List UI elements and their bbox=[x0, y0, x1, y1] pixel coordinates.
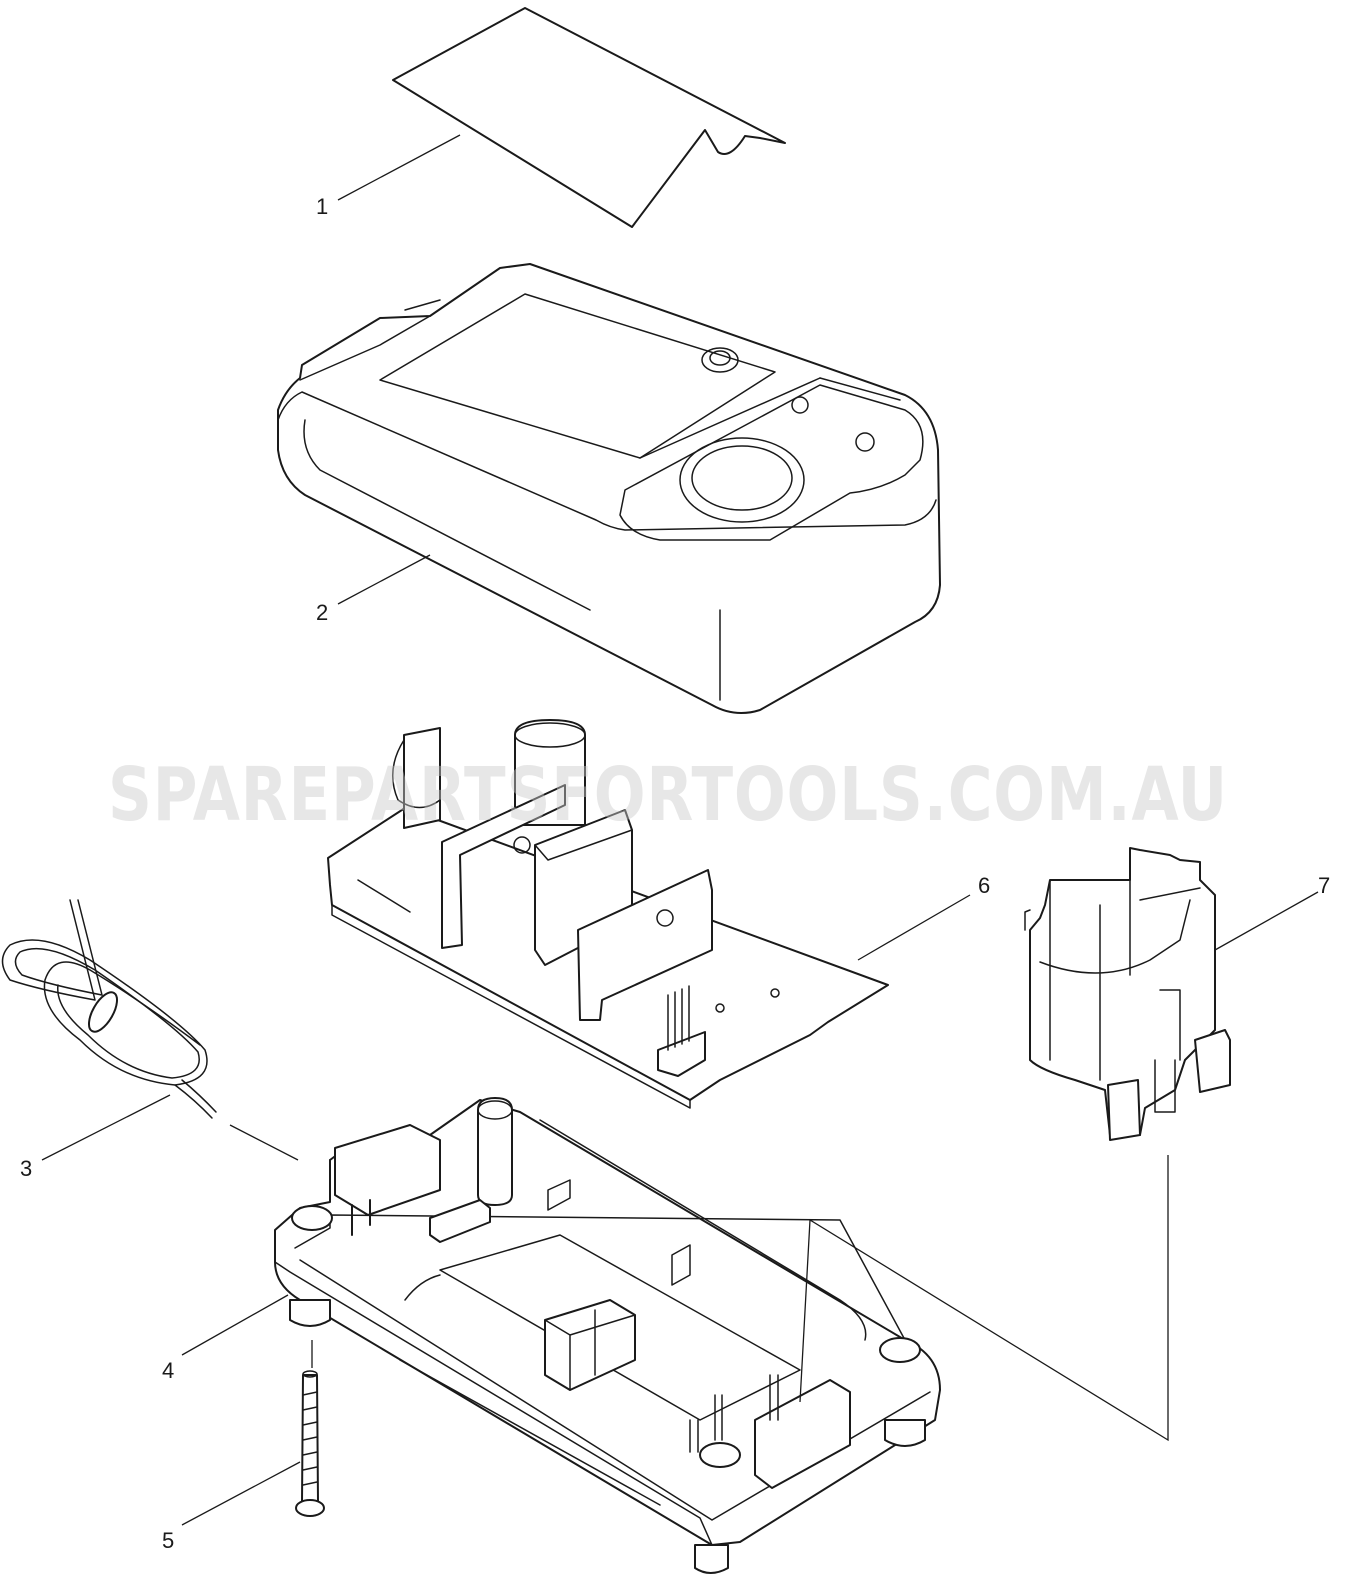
callout-3: 3 bbox=[20, 1156, 32, 1181]
leader-line-7 bbox=[1214, 891, 1319, 951]
label-plate-icon bbox=[392, 7, 786, 228]
leader-line-3 bbox=[41, 1094, 171, 1161]
callout-5: 5 bbox=[162, 1528, 174, 1553]
leader-line-4 bbox=[181, 1294, 289, 1356]
leader-line-6 bbox=[857, 894, 971, 961]
assembly-line-7 bbox=[799, 1155, 1169, 1442]
callout-7: 7 bbox=[1318, 873, 1330, 898]
circuit-board-icon bbox=[327, 719, 889, 1109]
callout-2: 2 bbox=[316, 600, 328, 625]
leader-line-5 bbox=[181, 1461, 301, 1526]
leader-line-2 bbox=[337, 554, 431, 605]
charger-top-housing-icon bbox=[277, 263, 941, 715]
tapping-screw-icon bbox=[295, 1370, 325, 1517]
callout-4: 4 bbox=[162, 1358, 174, 1383]
power-cord-icon bbox=[1, 899, 217, 1119]
callout-1: 1 bbox=[316, 194, 328, 219]
leader-line-1 bbox=[337, 134, 461, 201]
callout-6: 6 bbox=[978, 873, 990, 898]
battery-terminal-holder-icon bbox=[1024, 847, 1231, 1141]
leader-line-3b bbox=[229, 1124, 299, 1161]
charger-base-housing-icon bbox=[274, 1097, 941, 1574]
watermark-text: SPAREPARTSFORTOOLS.COM.AU bbox=[108, 752, 1228, 838]
